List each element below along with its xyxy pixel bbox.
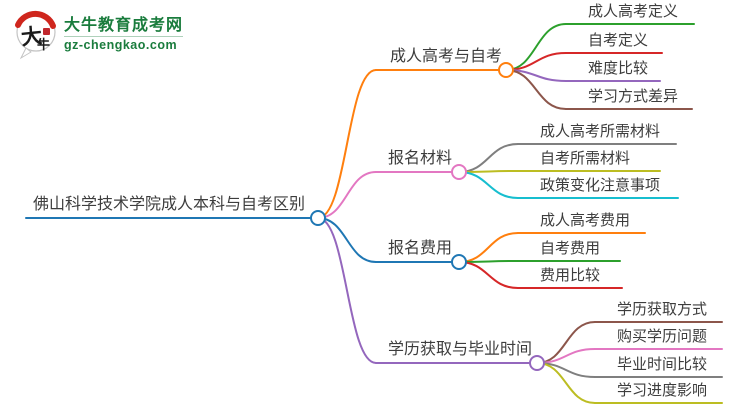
branch-3-circle [529,355,545,371]
leaf-0-0-link [505,23,567,71]
branch-1-circle [451,164,467,180]
daniu-logo-icon: 大 牛 [15,10,56,60]
leaf-1-0-link [458,143,519,173]
leaf-2-0-link [458,232,519,263]
leaf-1-2-link [458,171,519,199]
logo-domain: gz-chengkao.com [64,35,184,53]
leaf-2-1-link [458,260,519,263]
branch-0-link [317,69,377,219]
logo-char-niu: 牛 [37,37,50,53]
branch-2-link [317,217,377,263]
root-circle [310,210,326,226]
logo-title: 大牛教育成考网 [64,17,184,35]
branch-3-link [317,217,377,364]
branch-0-circle [498,62,514,78]
logo-char-da: 大 [20,23,43,50]
leaf-0-3-link [505,69,567,110]
site-logo: 大 牛 大牛教育成考网 gz-chengkao.com [14,10,184,60]
leaf-1-1-link [458,170,519,173]
branch-2-circle [451,254,467,270]
branch-1-link [317,171,377,219]
leaf-2-2-link [458,261,519,289]
logo-seal [43,28,50,35]
